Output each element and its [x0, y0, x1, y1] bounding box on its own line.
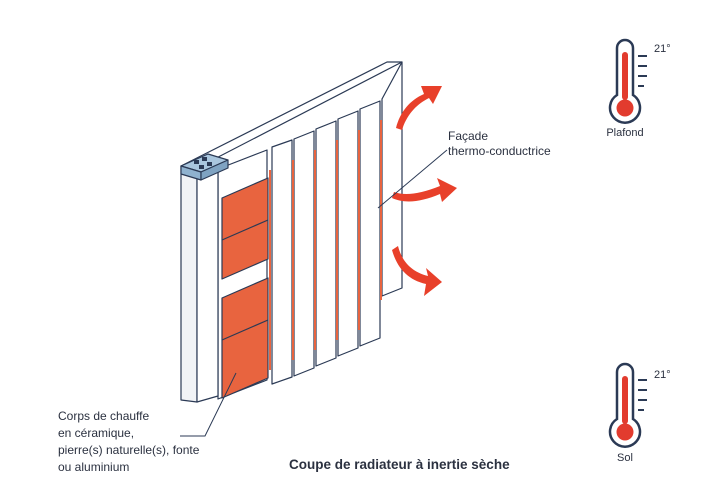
thermometer-icon: [608, 38, 647, 124]
facade-leader-line: [377, 149, 448, 209]
control-button: [194, 160, 199, 164]
core-label-line3: pierre(s) naturelle(s), fonte: [58, 443, 200, 457]
heat-lines: [269, 120, 382, 370]
core-label-line1: Corps de chauffe: [58, 409, 149, 423]
facade-label-line1: Façade: [448, 129, 488, 143]
control-button: [199, 165, 204, 169]
control-box: [180, 153, 229, 181]
heating-block-top: [221, 177, 269, 280]
heat-arrows: [392, 86, 457, 296]
thermometer-fluid: [622, 52, 628, 100]
floor-temperature: 21°: [654, 369, 671, 381]
facade-slats: [271, 61, 403, 385]
radiator-side-panel: [180, 165, 198, 403]
heat-arrow-right: [392, 178, 457, 202]
floor-location-label: Sol: [617, 452, 633, 464]
thermometer-icon: [608, 362, 647, 448]
heating-core: [221, 177, 269, 399]
core-leader-line: [180, 372, 237, 437]
heating-block-seam: [221, 319, 269, 341]
core-label-line4: ou aluminium: [58, 460, 129, 474]
facade-slat: [315, 120, 337, 367]
ceiling-temperature: 21°: [654, 43, 671, 55]
facade-slat: [337, 110, 359, 357]
heating-block-seam: [221, 219, 269, 241]
thermometer-fluid: [622, 376, 628, 424]
control-box-side: [200, 159, 229, 181]
diagram-caption: Coupe de radiateur à inertie sèche: [289, 457, 510, 472]
heating-block-bottom: [221, 277, 269, 399]
control-button: [202, 157, 207, 161]
facade-slat: [359, 100, 381, 347]
thermometer-ceiling: 21° Plafond: [606, 38, 671, 139]
thermometer-floor: 21° Sol: [608, 362, 671, 464]
heat-arrow-down: [392, 246, 442, 296]
core-label-line2: en céramique,: [58, 426, 134, 440]
thermometer-bulb: [616, 423, 634, 441]
facade-label-line2: thermo-conductrice: [448, 144, 551, 158]
radiator-side-front: [196, 159, 219, 403]
control-button: [207, 162, 212, 166]
thermometer-bulb: [616, 99, 634, 117]
facade-slat: [293, 130, 315, 377]
radiator: [180, 61, 403, 403]
facade-slat: [271, 139, 293, 385]
heat-arrow-up: [396, 86, 442, 130]
ceiling-location-label: Plafond: [606, 127, 643, 139]
